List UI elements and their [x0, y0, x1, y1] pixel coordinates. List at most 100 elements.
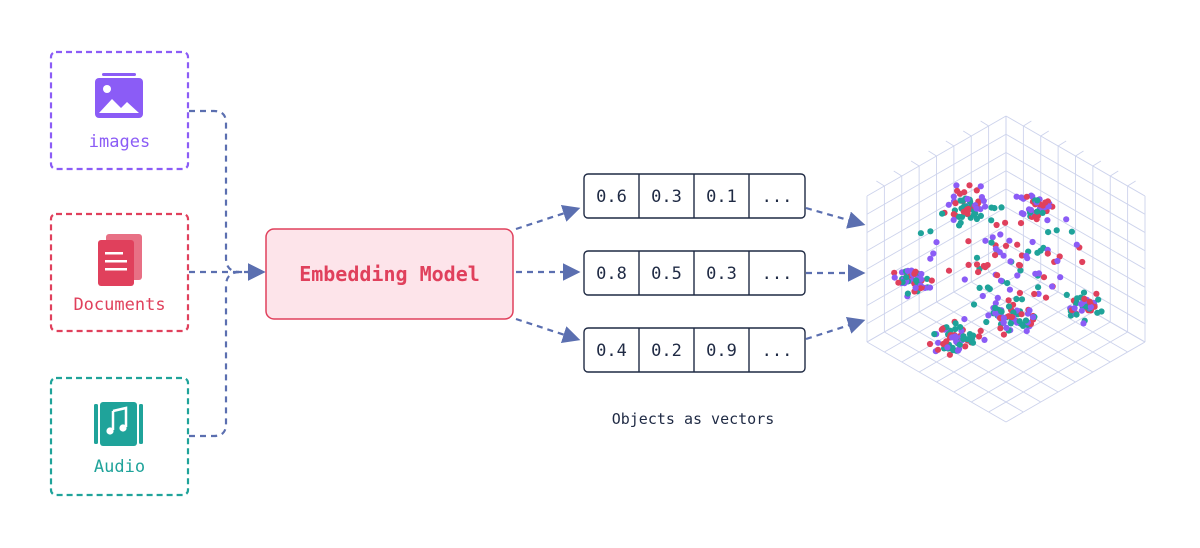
vector-point	[973, 205, 980, 212]
vector-point	[966, 182, 973, 189]
vector-point	[1029, 314, 1037, 321]
vector-point	[931, 331, 938, 338]
vector-point	[1034, 249, 1041, 256]
audio-label: Audio	[94, 457, 145, 477]
vector-point	[1042, 294, 1050, 301]
grid-line	[936, 301, 1076, 383]
grid-tick	[1040, 130, 1049, 137]
grid-tick	[1057, 140, 1067, 147]
grid-tick	[1127, 180, 1136, 187]
connector-model-vector-1	[515, 205, 581, 231]
connector-audio	[189, 270, 241, 438]
vector-point	[1081, 295, 1088, 302]
vector-point	[1079, 258, 1086, 266]
vector-point	[973, 187, 980, 194]
image-icon	[95, 73, 143, 118]
vector-point	[943, 338, 950, 345]
grid-tick	[980, 120, 989, 127]
vector-point	[1093, 290, 1100, 297]
vector-point	[1003, 324, 1010, 331]
grid-line	[1005, 341, 1146, 423]
vector-cell: 0.4	[596, 341, 627, 361]
vector-point	[1063, 291, 1070, 298]
vector-point	[917, 230, 925, 237]
vector-point	[1004, 280, 1011, 287]
vector-point	[960, 336, 967, 343]
vector-point	[1078, 307, 1085, 314]
vector-cell: 0.3	[651, 187, 682, 207]
images-label: images	[89, 132, 150, 152]
vector-space-points	[891, 182, 1105, 358]
vector-point	[1045, 229, 1052, 236]
embedding-model-box	[265, 228, 514, 320]
vector-point	[988, 204, 995, 211]
connector-images	[189, 109, 266, 281]
vector-point	[1039, 209, 1046, 216]
vector-point	[957, 219, 964, 226]
vector-point	[1026, 307, 1033, 314]
grid-line	[988, 331, 1128, 413]
vector-point	[998, 204, 1005, 211]
vector-point	[1027, 206, 1035, 214]
vector-point	[956, 213, 963, 220]
vector-point	[1023, 252, 1030, 259]
vector-point	[976, 284, 983, 291]
vector-point	[1014, 241, 1021, 248]
vector-point	[1034, 197, 1041, 204]
vector-point	[1040, 274, 1048, 281]
vectors-caption: Objects as vectors	[612, 410, 775, 428]
vector-point	[1018, 296, 1026, 303]
vector-point	[973, 261, 981, 268]
grid-tick	[1092, 160, 1102, 167]
embedding-model-label: Embedding Model	[299, 262, 480, 286]
vector-point	[961, 316, 968, 323]
vector-point	[1017, 267, 1024, 274]
embedding-model: Embedding Model	[265, 228, 514, 320]
vector-point	[1049, 283, 1056, 290]
vector-point	[1023, 328, 1030, 335]
vector-point	[891, 274, 898, 281]
vector-point	[997, 231, 1004, 238]
vector-point	[964, 195, 971, 203]
vector-point	[926, 284, 934, 291]
vector-point	[1031, 290, 1038, 298]
vector-point	[965, 261, 972, 268]
vector-point	[1020, 210, 1027, 218]
vector-point	[1054, 257, 1061, 265]
vector-point	[978, 194, 986, 201]
vector-point	[1017, 220, 1025, 227]
audio-box	[49, 376, 190, 497]
vector-point	[1031, 213, 1039, 220]
vector-point	[952, 326, 959, 333]
grid-line	[971, 321, 1111, 403]
vector-point	[944, 344, 951, 351]
vector-point	[912, 284, 919, 291]
vector-point	[984, 284, 992, 291]
vector-point	[962, 343, 969, 350]
documents-box	[49, 212, 190, 333]
vector-point	[1068, 228, 1075, 235]
vector-point	[939, 210, 946, 217]
vector-point	[1005, 303, 1013, 310]
grid-tick	[1075, 150, 1084, 157]
grid-line	[1005, 170, 1146, 252]
vector-point	[965, 205, 972, 212]
vector-point	[1035, 290, 1042, 297]
vector-point	[1080, 289, 1088, 296]
vector-point	[988, 239, 995, 246]
vector-point	[1000, 315, 1008, 322]
vector-point	[1002, 242, 1010, 249]
vector-point	[939, 325, 946, 332]
vector-point	[989, 234, 996, 241]
document-icon	[98, 234, 142, 286]
grid-line	[918, 311, 1059, 393]
vector-point	[994, 272, 1001, 279]
grid-tick	[928, 150, 937, 157]
vector-point	[983, 318, 990, 326]
vector-point	[954, 187, 961, 194]
audio-icon	[94, 402, 143, 446]
vector-cell: 0.5	[651, 264, 682, 284]
grid-line	[1005, 152, 1146, 233]
